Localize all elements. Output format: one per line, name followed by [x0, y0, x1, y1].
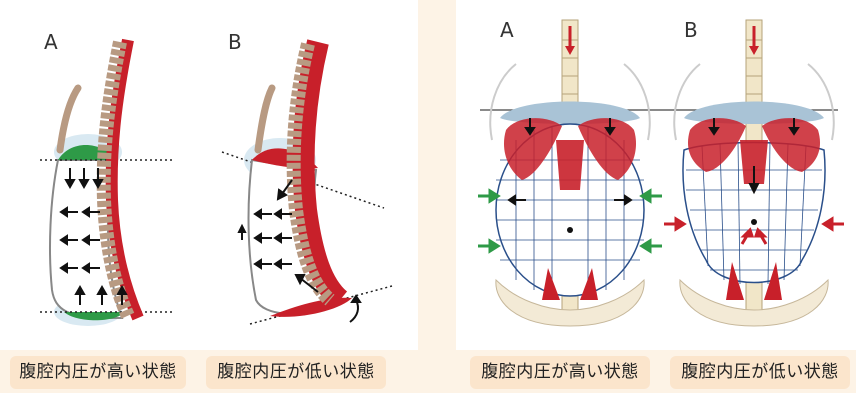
side-view-a	[40, 40, 172, 326]
caption-side-b: 腹腔内圧が低い状態	[206, 356, 386, 389]
side-view-panel: A B	[0, 0, 418, 350]
side-view-illustration	[0, 0, 418, 350]
front-view-illustration	[456, 0, 856, 350]
front-view-b	[664, 20, 844, 326]
side-view-b	[222, 42, 392, 324]
caption-front-a: 腹腔内圧が高い状態	[470, 356, 650, 389]
center-dot-b	[751, 219, 757, 225]
center-dot-a	[567, 227, 573, 233]
caption-side-a: 腹腔内圧が高い状態	[10, 356, 186, 389]
psoas-a	[556, 140, 584, 190]
front-view-panel: A B	[456, 0, 856, 350]
front-view-a	[478, 20, 662, 326]
caption-front-b: 腹腔内圧が低い状態	[670, 356, 850, 389]
